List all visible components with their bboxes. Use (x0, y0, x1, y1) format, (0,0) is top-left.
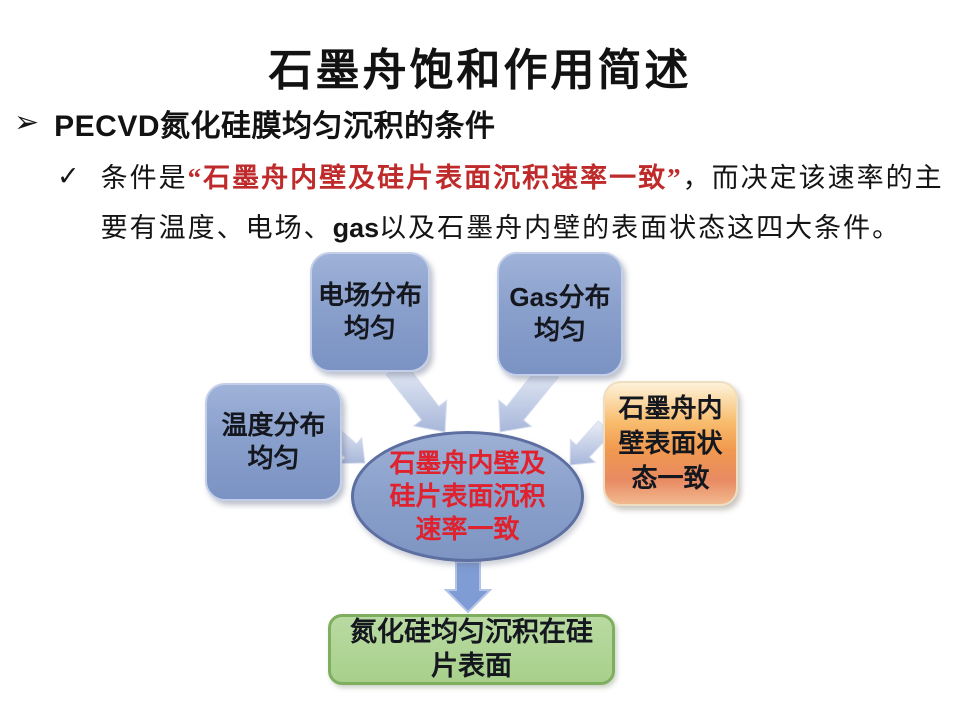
bullet-text: PECVD氮化硅膜均匀沉积的条件 (54, 110, 496, 143)
text-segment: 以及石墨舟内壁的表面状态这四大条件。 (379, 213, 902, 243)
checkmark-icon: ✓ (57, 161, 80, 191)
text-segment: ，而决定该速率的主 (682, 163, 944, 193)
box-result-uniform-deposition: 氮化硅均匀沉积在硅 片表面 (328, 614, 615, 685)
page-title: 石墨舟饱和作用简述 (268, 46, 692, 95)
triangle-bullet-icon: ➢ (14, 106, 40, 139)
gas-word: gas (332, 213, 380, 243)
text-segment: 要有温度、电场、 (100, 213, 333, 243)
box-electric-field: 电场分布 均匀 (310, 252, 430, 372)
box-graphite-surface: 石墨舟内 壁表面状 态一致 (603, 381, 738, 506)
sub-bullet-paragraph: 条件是“石墨舟内壁及硅片表面沉积速率一致”，而决定该速率的主 要有温度、电场、g… (101, 153, 944, 253)
box-temperature: 温度分布 均匀 (205, 383, 342, 501)
highlighted-quote: “石墨舟内壁及硅片表面沉积速率一致” (187, 163, 683, 193)
arrow-center-to-result (443, 561, 493, 614)
sub-line-1: 条件是“石墨舟内壁及硅片表面沉积速率一致”，而决定该速率的主 (101, 153, 944, 203)
text-segment: 条件是 (100, 163, 188, 193)
box-gas-distribution: Gas分布 均匀 (497, 252, 623, 376)
sub-bullet-condition: ✓ 条件是“石墨舟内壁及硅片表面沉积速率一致”，而决定该速率的主 要有温度、电场… (57, 153, 944, 253)
sub-line-2: 要有温度、电场、gas以及石墨舟内壁的表面状态这四大条件。 (101, 203, 944, 253)
bullet-pecvd-conditions: ➢ PECVD氮化硅膜均匀沉积的条件 (14, 101, 496, 145)
center-ellipse-deposition-rate: 石墨舟内壁及 硅片表面沉积 速率一致 (351, 431, 584, 562)
